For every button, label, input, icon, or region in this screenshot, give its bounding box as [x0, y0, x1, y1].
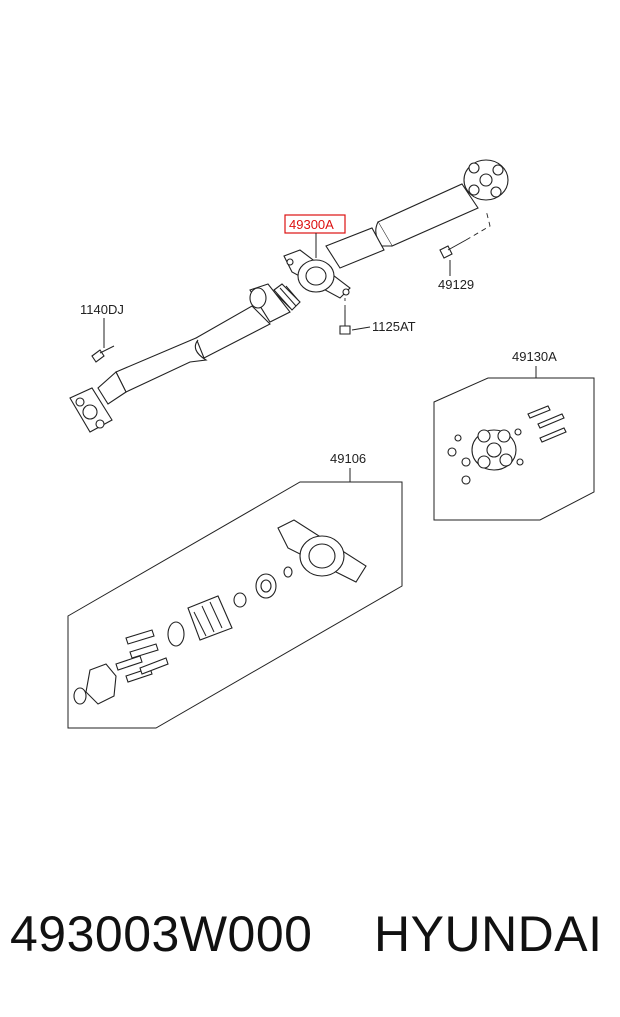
- callout-main-shaft: 49300A: [284, 214, 346, 258]
- propeller-shaft-assembly: [69, 159, 509, 433]
- center-bearing-kit-panel: 49106: [67, 451, 403, 729]
- footer: 493003W000 HYUNDAI: [0, 905, 620, 975]
- rear-flex-coupling: [463, 159, 509, 201]
- center-bearing-bolt: [339, 298, 351, 335]
- center-bearing-support: [283, 249, 351, 299]
- callout-label-center-bearing-kit: 49106: [330, 451, 366, 466]
- callout-label-center-bearing-bolt: 1125AT: [372, 319, 416, 334]
- front-flange-yoke: [69, 371, 127, 433]
- highlight-box: [284, 214, 346, 234]
- callout-center-bearing-bolt: 1125AT: [351, 319, 416, 334]
- front-flange-bolt: [91, 345, 115, 363]
- coupling-kit-panel: 49130A: [433, 349, 595, 521]
- callout-label-flange-bolt-rear: 49129: [438, 277, 474, 292]
- coupling-kit-parts: [447, 405, 567, 485]
- callout-flange-bolt-front: 1140DJ: [80, 302, 124, 348]
- brand-name: HYUNDAI: [374, 906, 603, 962]
- center-bearing-kit-parts: [73, 519, 367, 705]
- callout-label-coupling-kit: 49130A: [512, 349, 557, 364]
- callout-flange-bolt-rear: 49129: [438, 260, 474, 292]
- callout-label-main-shaft: 49300A: [289, 217, 334, 232]
- part-number: 493003W000: [10, 906, 313, 962]
- rear-flange-bolt: [439, 209, 491, 259]
- callout-label-flange-bolt-front: 1140DJ: [80, 302, 124, 317]
